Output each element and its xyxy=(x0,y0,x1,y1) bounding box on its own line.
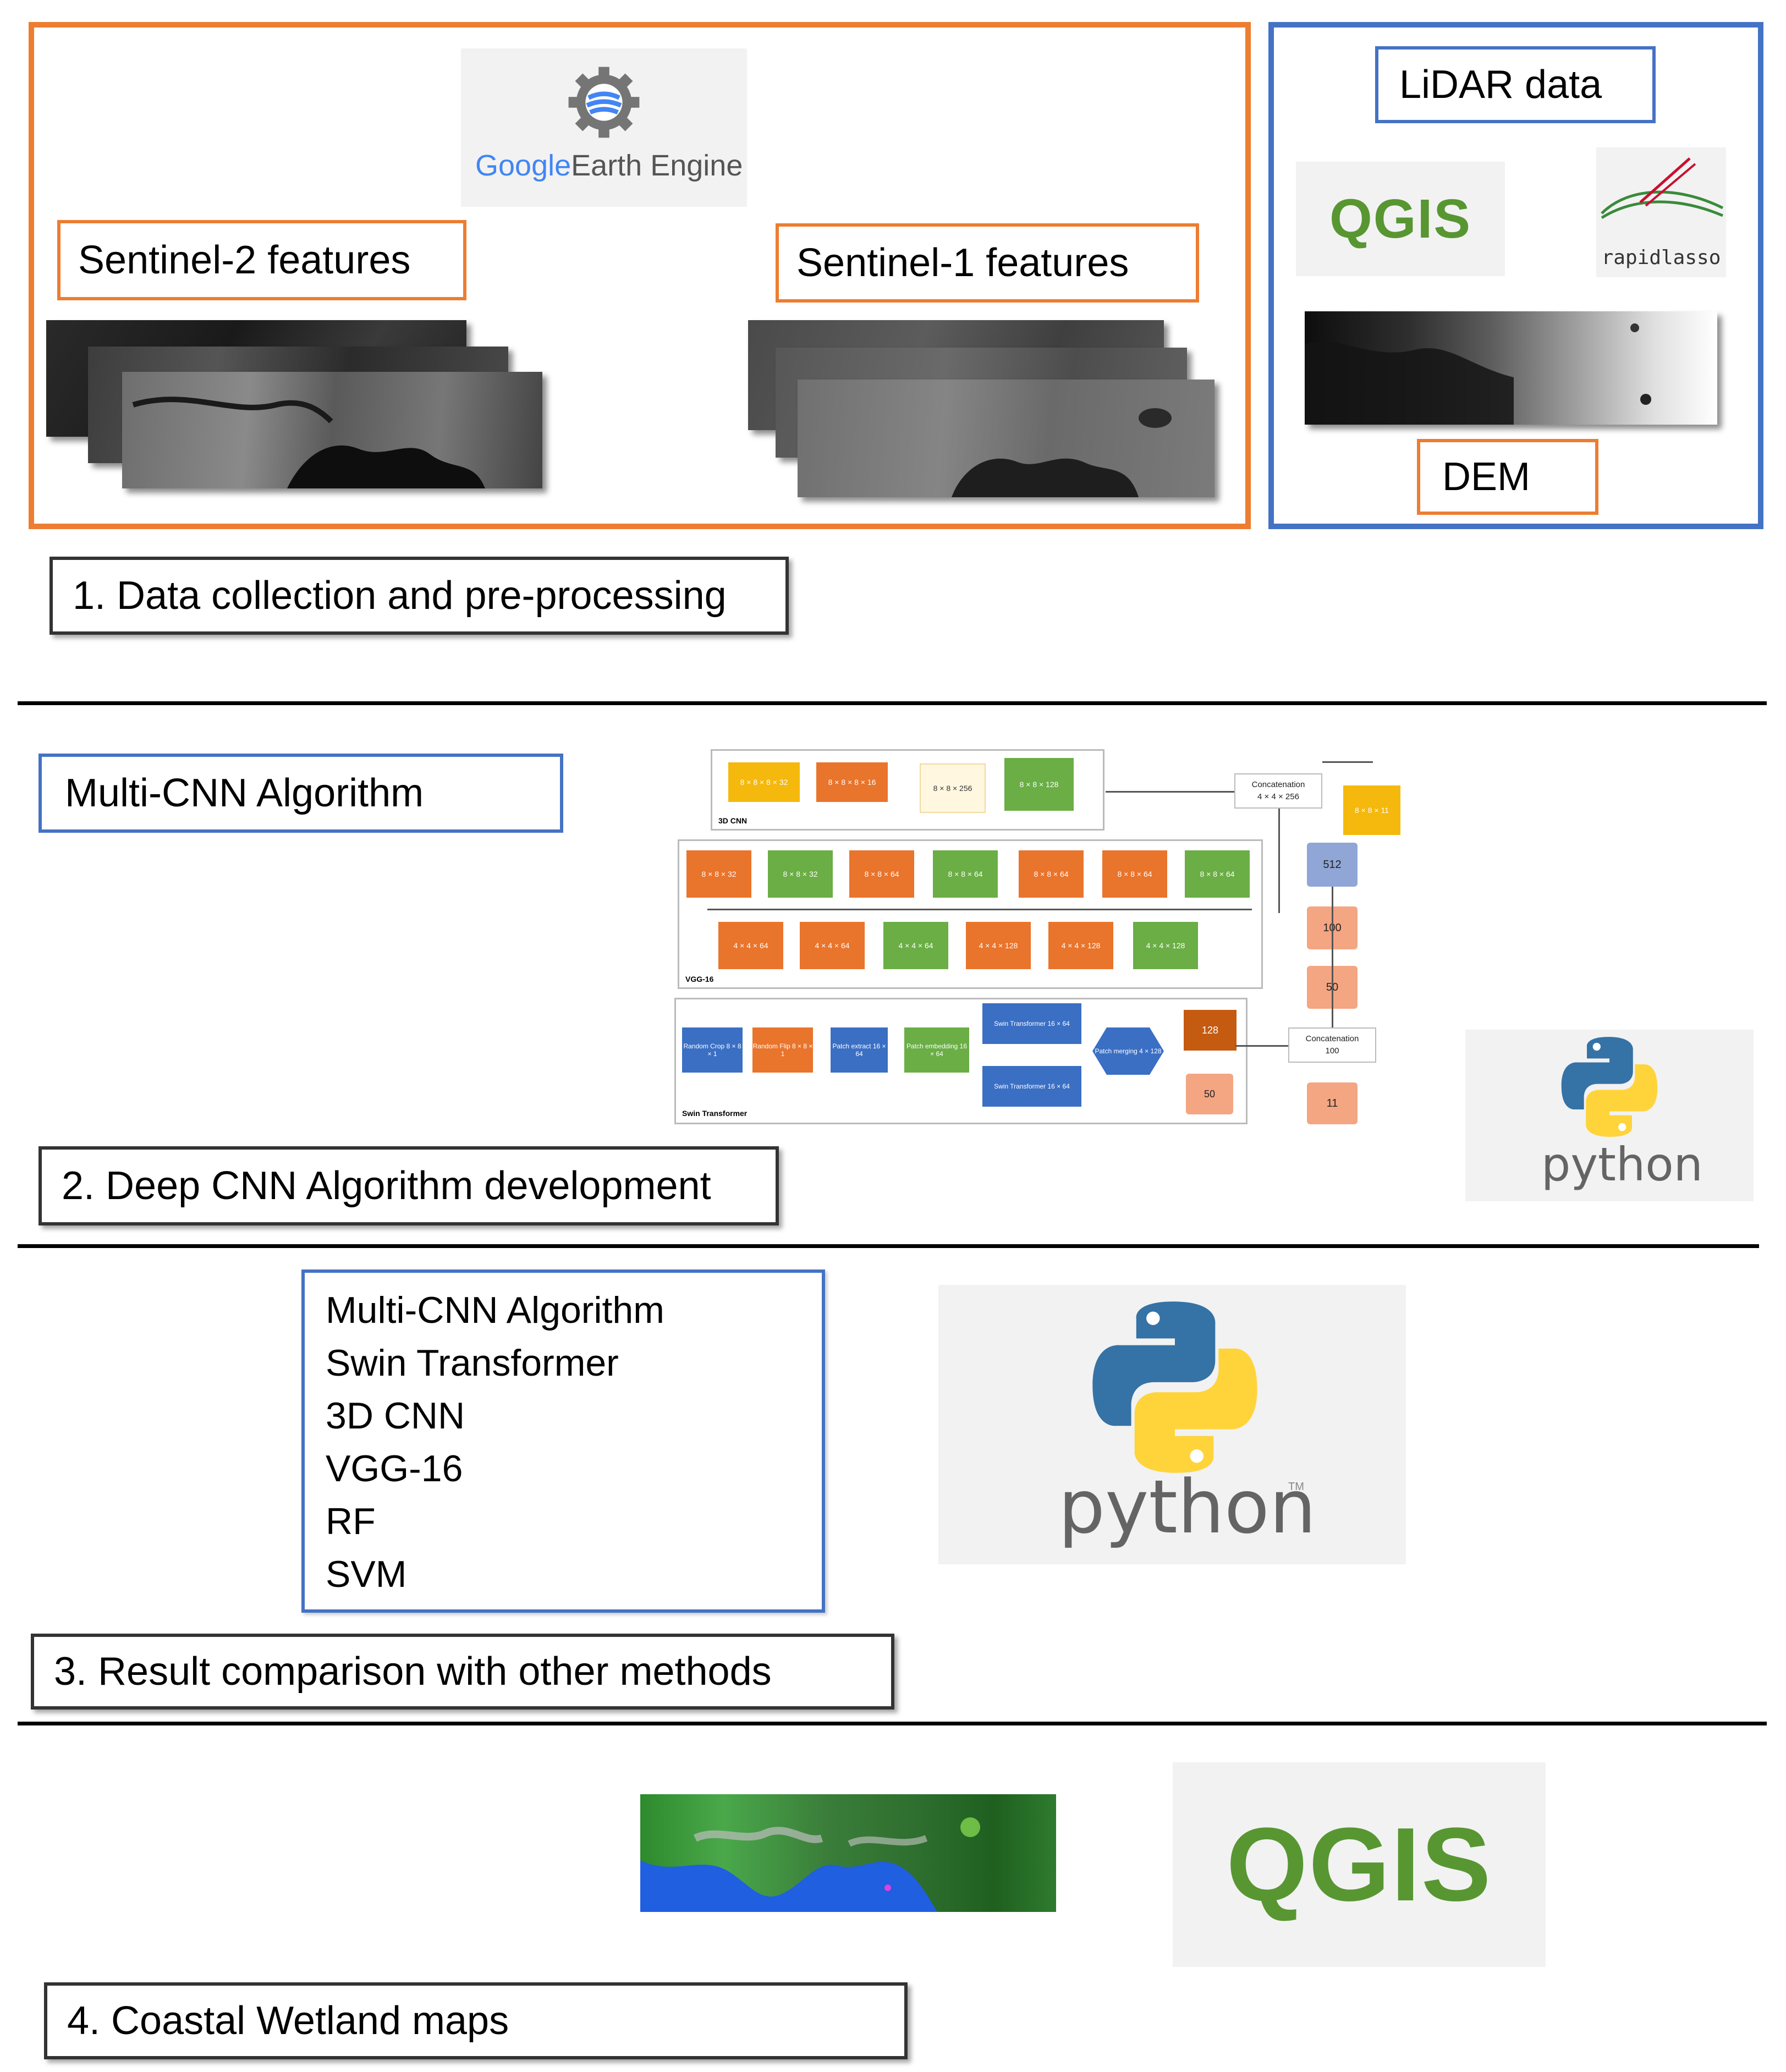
swin-fc-128: 128 xyxy=(1184,1010,1237,1051)
method-item: SVM xyxy=(326,1553,407,1595)
cnn3d-block-1: 8 × 8 × 8 × 32 xyxy=(728,762,800,802)
python-word-large: python xyxy=(1058,1464,1316,1550)
concat1-text: Concatenation xyxy=(1251,780,1305,789)
cnn3d-block-2: 8 × 8 × 8 × 16 xyxy=(816,762,888,802)
fc-column-line xyxy=(1332,887,1333,1052)
vgg-row1-block-5: 8 × 8 × 64 xyxy=(1019,850,1084,898)
python-snakes-icon xyxy=(1092,1301,1257,1473)
vgg-row2-block-3: 4 × 4 × 64 xyxy=(883,922,948,969)
sentinel2-image-3 xyxy=(122,372,542,488)
cnn3d-block-3: 8 × 8 × 256 xyxy=(920,763,986,813)
lidar-data-label: LiDAR data xyxy=(1375,46,1656,123)
vgg-row1-block-2: 8 × 8 × 32 xyxy=(768,850,833,898)
swin-to-concat-line xyxy=(1235,1045,1288,1047)
qgis-logo-large: QGIS xyxy=(1173,1762,1546,1967)
methods-list-box: Multi-CNN Algorithm Swin Transformer 3D … xyxy=(301,1269,825,1613)
data-sources-frame-lidar xyxy=(1268,22,1763,529)
data-sources-frame-optical xyxy=(29,22,1251,529)
vgg-row1-block-3: 8 × 8 × 64 xyxy=(849,850,914,898)
gee-logo-text: GoogleEarth Engine xyxy=(475,149,743,183)
qgis-logo-text-large: QGIS xyxy=(1226,1806,1492,1923)
qgis-logo-text: QGIS xyxy=(1329,188,1472,250)
vgg-row2-block-4: 4 × 4 × 128 xyxy=(966,922,1031,969)
method-item: VGG-16 xyxy=(326,1448,463,1490)
vgg-row1-block-6: 8 × 8 × 64 xyxy=(1102,850,1167,898)
method-item: Swin Transformer xyxy=(326,1342,619,1384)
vgg-row1-block-1: 8 × 8 × 32 xyxy=(686,850,751,898)
cnn3d-panel-label: 3D CNN xyxy=(718,816,748,825)
python-logo-small: python xyxy=(1465,1030,1754,1201)
rapidlasso-text: rapidlasso xyxy=(1601,246,1721,269)
swin-block-transformer-1: Swin Transformer 16 × 64 xyxy=(982,1003,1081,1044)
cnn3d-to-concat-arrow xyxy=(1106,791,1234,793)
coastal-wetland-map-image xyxy=(640,1794,1056,1912)
dem-label: DEM xyxy=(1417,439,1598,515)
sentinel1-label: Sentinel-1 features xyxy=(776,223,1199,303)
section-divider-1 xyxy=(18,701,1767,705)
concat2-text: Concatenation xyxy=(1305,1034,1359,1043)
swin-block-patch-embedding: Patch embedding 16 × 64 xyxy=(904,1027,969,1073)
method-item: Multi-CNN Algorithm xyxy=(326,1289,664,1331)
multicnn-label: Multi-CNN Algorithm xyxy=(39,754,563,833)
vgg-row1-block-4: 8 × 8 × 64 xyxy=(933,850,998,898)
vgg-row2-block-5: 4 × 4 × 128 xyxy=(1048,922,1113,969)
cnn3d-block-4: 8 × 8 × 128 xyxy=(1004,758,1074,811)
gee-google-word: Google xyxy=(475,149,571,182)
vgg-row1-block-7: 8 × 8 × 64 xyxy=(1185,850,1250,898)
fc-512: 512 xyxy=(1307,843,1358,887)
concat1-node: Concatenation 4 × 4 × 256 xyxy=(1234,773,1322,809)
methods-list: Multi-CNN Algorithm Swin Transformer 3D … xyxy=(326,1284,664,1601)
concat1-to-output-line xyxy=(1322,761,1373,763)
concat2-node: Concatenation 100 xyxy=(1288,1027,1376,1063)
vgg-row2-block-2: 4 × 4 × 64 xyxy=(800,922,865,969)
gee-rest-word: Earth Engine xyxy=(571,149,743,182)
step1-label: 1. Data collection and pre-processing xyxy=(50,557,789,635)
swin-block-patch-merging: Patch merging 4 × 128 xyxy=(1092,1027,1164,1075)
step2-label: 2. Deep CNN Algorithm development xyxy=(39,1146,779,1225)
method-item: RF xyxy=(326,1501,376,1542)
dem-image xyxy=(1305,311,1717,425)
swin-block-random-flip: Random Flip 8 × 8 × 1 xyxy=(752,1027,813,1073)
qgis-logo-small: QGIS xyxy=(1296,162,1505,276)
gear-globe-icon xyxy=(568,67,640,138)
vgg-panel-label: VGG-16 xyxy=(685,975,714,983)
concat1-down-line xyxy=(1278,809,1280,913)
concat2-subtext: 100 xyxy=(1325,1046,1339,1056)
method-item: 3D CNN xyxy=(326,1395,465,1437)
section-divider-3 xyxy=(18,1722,1767,1725)
output-block: 8 × 8 × 11 xyxy=(1343,785,1400,835)
swin-block-transformer-2: Swin Transformer 16 × 64 xyxy=(982,1066,1081,1107)
swin-block-patch-extract: Patch extract 16 × 64 xyxy=(831,1027,888,1073)
rapidlasso-swoosh-icon xyxy=(1601,157,1724,219)
swin-panel-label: Swin Transformer xyxy=(682,1109,748,1118)
vgg-row-connector xyxy=(707,909,1252,910)
python-trademark: TM xyxy=(1288,1481,1304,1493)
python-logo-large: python TM xyxy=(938,1285,1406,1564)
rapidlasso-logo: rapidlasso xyxy=(1596,147,1726,277)
sentinel2-label: Sentinel-2 features xyxy=(57,220,466,300)
swin-fc-50: 50 xyxy=(1186,1074,1233,1114)
step4-label: 4. Coastal Wetland maps xyxy=(44,1982,908,2059)
python-word-small: python xyxy=(1541,1137,1703,1191)
concat1-subtext: 4 × 4 × 256 xyxy=(1257,792,1299,801)
python-snakes-icon xyxy=(1561,1037,1658,1137)
google-earth-engine-logo: GoogleEarth Engine xyxy=(461,48,747,207)
section-divider-2 xyxy=(18,1244,1759,1248)
multicnn-architecture-diagram: 3D CNN 8 × 8 × 8 × 32 8 × 8 × 8 × 16 8 ×… xyxy=(674,746,1411,1131)
step3-label: 3. Result comparison with other methods xyxy=(31,1634,894,1710)
fc-11: 11 xyxy=(1307,1082,1358,1124)
vgg-row2-block-1: 4 × 4 × 64 xyxy=(718,922,783,969)
vgg-row2-block-6: 4 × 4 × 128 xyxy=(1133,922,1198,969)
sentinel1-image-3 xyxy=(798,380,1215,497)
swin-block-random-crop: Random Crop 8 × 8 × 1 xyxy=(682,1027,743,1073)
